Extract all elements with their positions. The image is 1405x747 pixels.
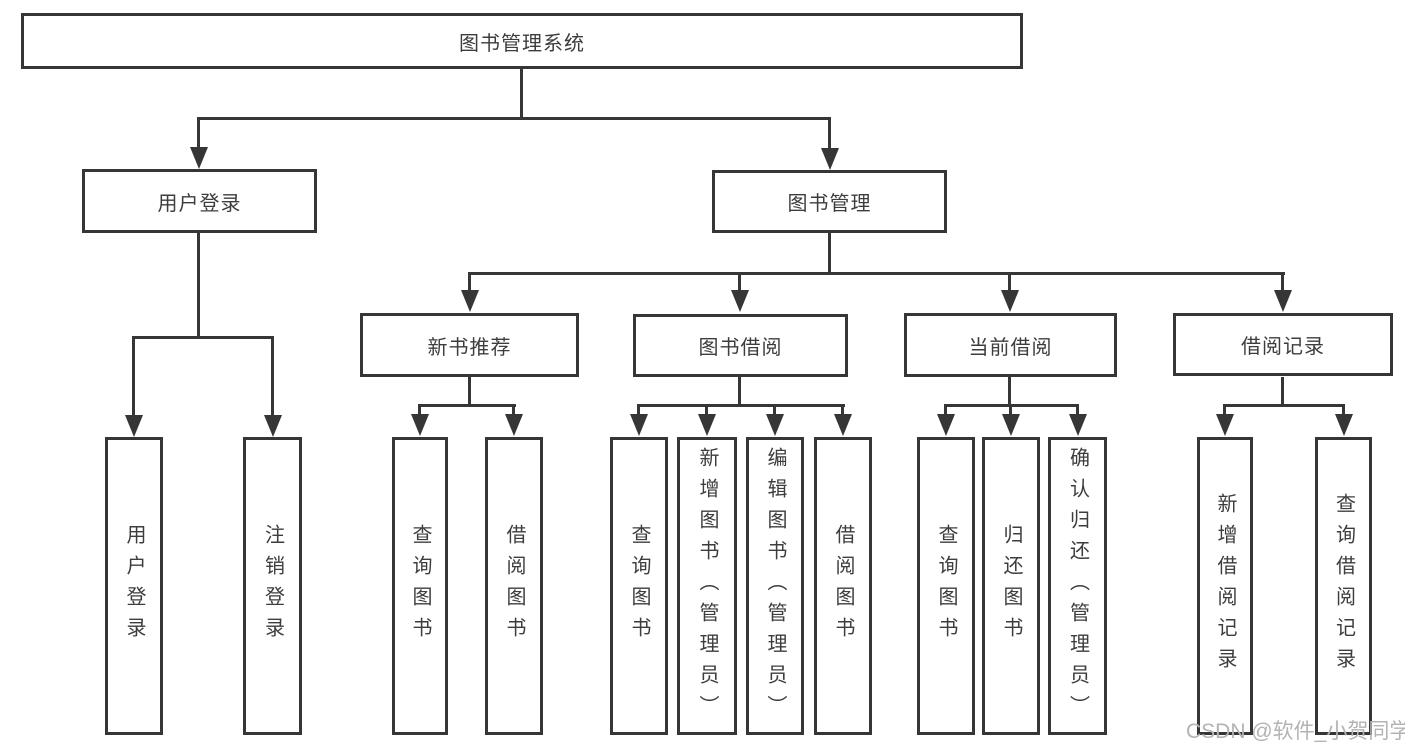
node-label: 图书借阅	[698, 337, 783, 359]
connector-line	[1076, 404, 1079, 420]
connector-line	[197, 117, 200, 150]
connector-arrowhead	[698, 414, 716, 436]
connector-line	[1008, 272, 1011, 294]
node-label: 编辑图书（管理员）	[764, 446, 786, 726]
leaf-query-books-current: 查询图书	[917, 437, 975, 735]
connector-line	[1223, 404, 1226, 420]
leaf-add-book-admin: 新增图书（管理员）	[677, 437, 737, 735]
node-label: 注销登录	[261, 524, 284, 648]
connector-arrowhead	[125, 415, 143, 437]
connector-line	[1281, 377, 1284, 406]
connector-line	[132, 336, 135, 418]
leaf-return-books: 归还图书	[982, 437, 1040, 735]
connector-arrowhead	[1274, 290, 1292, 312]
node-label: 新增图书（管理员）	[696, 446, 718, 726]
connector-line	[944, 404, 947, 420]
connector-arrowhead	[834, 414, 852, 436]
connector-arrowhead	[190, 147, 208, 169]
connector-line	[468, 272, 1285, 275]
connector-line	[637, 404, 845, 407]
node-label: 用户登录	[157, 192, 242, 215]
connector-line	[705, 404, 708, 420]
leaf-query-books-borrowing: 查询图书	[610, 437, 668, 735]
leaf-query-borrow-record: 查询借阅记录	[1315, 437, 1372, 735]
node-label: 查询图书	[935, 524, 957, 648]
connector-line	[271, 336, 274, 418]
connector-line	[1008, 377, 1011, 406]
node-label: 查询图书	[409, 524, 431, 648]
node-label: 图书管理系统	[459, 32, 585, 55]
node-label: 查询图书	[628, 524, 650, 648]
connector-line	[1281, 272, 1284, 294]
node-user-login: 用户登录	[82, 169, 317, 233]
connector-arrowhead	[505, 414, 523, 436]
node-library-management-system: 图书管理系统	[21, 13, 1023, 69]
node-label: 借阅记录	[1241, 336, 1325, 358]
connector-arrowhead	[1001, 290, 1019, 312]
connector-arrowhead	[731, 290, 749, 312]
connector-arrowhead	[264, 415, 282, 437]
leaf-logout: 注销登录	[243, 437, 302, 735]
connector-arrowhead	[1002, 414, 1020, 436]
connector-line	[828, 117, 831, 150]
connector-line	[828, 233, 831, 275]
connector-line	[418, 404, 516, 407]
node-label: 归还图书	[1000, 524, 1022, 648]
connector-arrowhead	[1069, 414, 1087, 436]
connector-arrowhead	[766, 414, 784, 436]
csdn-watermark: CSDN @软件_小贺同学	[1186, 720, 1405, 743]
connector-line	[738, 272, 741, 294]
connector-line	[468, 272, 471, 294]
leaf-add-borrow-record: 新增借阅记录	[1197, 437, 1253, 735]
connector-arrowhead	[630, 414, 648, 436]
leaf-query-books-recommend: 查询图书	[392, 437, 448, 735]
connector-line	[1342, 404, 1345, 420]
node-book-management: 图书管理	[712, 170, 947, 233]
connector-arrowhead	[461, 290, 479, 312]
connector-line	[841, 404, 844, 420]
leaf-edit-book-admin: 编辑图书（管理员）	[746, 437, 804, 735]
node-label: 借阅图书	[503, 524, 525, 648]
connector-line	[418, 404, 421, 420]
connector-arrowhead	[411, 414, 429, 436]
leaf-borrow-books-borrowing: 借阅图书	[814, 437, 872, 735]
node-label: 确认归还（管理员）	[1066, 446, 1089, 726]
leaf-user-login: 用户登录	[105, 437, 163, 735]
node-label: 新书推荐	[427, 336, 512, 359]
node-label: 查询借阅记录	[1332, 493, 1355, 679]
connector-line	[520, 69, 523, 119]
connector-arrowhead	[937, 414, 955, 436]
node-current-borrowing: 当前借阅	[904, 313, 1117, 377]
connector-line	[773, 404, 776, 420]
connector-arrowhead	[1216, 414, 1234, 436]
node-book-borrowing: 图书借阅	[633, 314, 848, 377]
leaf-confirm-return-admin: 确认归还（管理员）	[1048, 437, 1107, 735]
connector-arrowhead	[1335, 414, 1353, 436]
connector-line	[738, 377, 741, 406]
connector-line	[197, 233, 200, 339]
connector-line	[197, 117, 831, 120]
node-new-book-recommendation: 新书推荐	[360, 313, 579, 377]
node-label: 借阅图书	[832, 524, 854, 648]
connector-line	[512, 404, 515, 420]
node-label: 用户登录	[123, 524, 145, 648]
connector-line	[637, 404, 640, 420]
node-label: 图书管理	[787, 193, 872, 215]
connector-line	[1009, 404, 1012, 420]
node-borrowing-records: 借阅记录	[1173, 313, 1393, 376]
leaf-borrow-books-recommend: 借阅图书	[485, 437, 543, 735]
node-label: 新增借阅记录	[1214, 493, 1236, 679]
connector-line	[1223, 404, 1345, 407]
node-label: 当前借阅	[968, 336, 1053, 359]
connector-arrowhead	[821, 148, 839, 170]
connector-line	[468, 377, 471, 406]
connector-line	[132, 336, 274, 339]
